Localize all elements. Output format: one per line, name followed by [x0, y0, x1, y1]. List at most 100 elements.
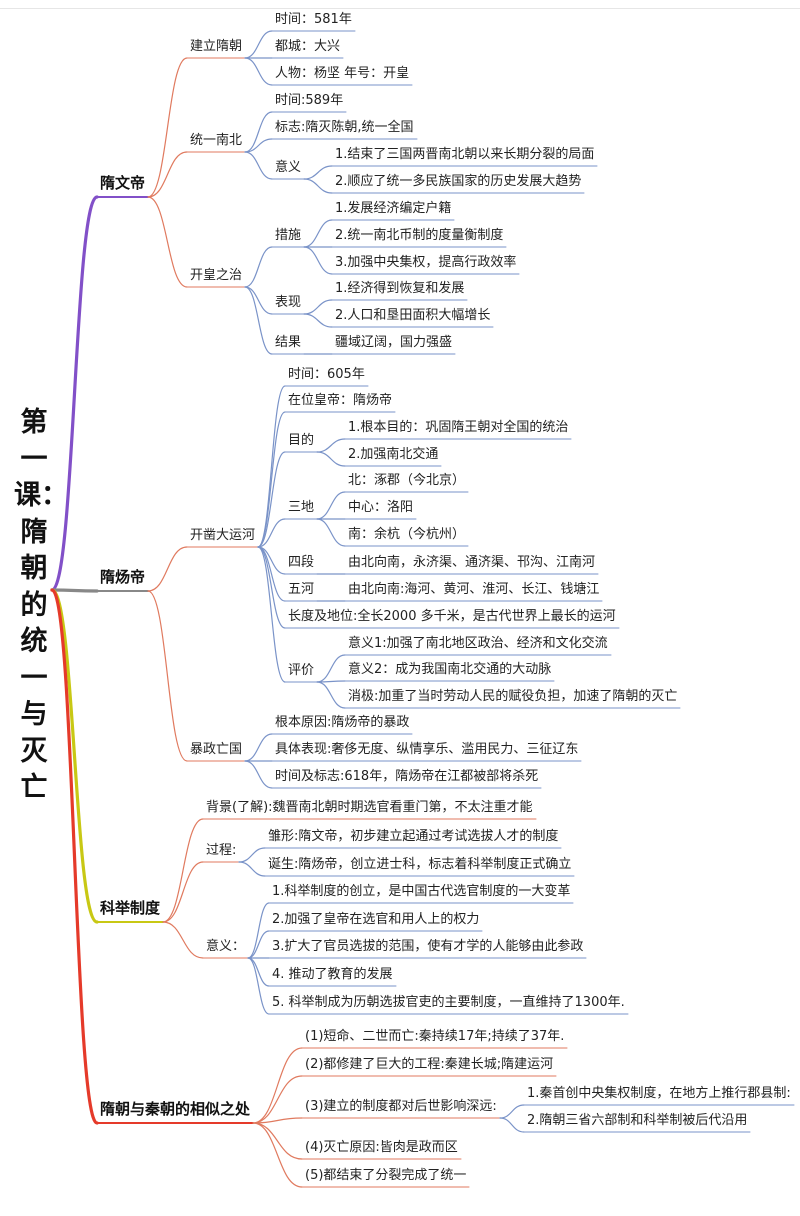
node-b0-2-1-1: 2.人口和垦田面积大幅增长 [335, 308, 491, 323]
node-b2-1-0: 雏形:隋文帝，初步建立起通过考试选拔人才的制度 [268, 829, 559, 844]
node-b1-1-2: 时间及标志:618年，隋炀帝在江都被部将杀死 [275, 769, 539, 784]
link-b0-1-1 [244, 138, 273, 153]
node-b2-2-2: 3.扩大了官员选拔的范围，使有才学的人能够由此参政 [272, 939, 584, 954]
node-b1-0-7-1: 意义2：成为我国南北交通的大动脉 [348, 662, 552, 677]
node-b1-0-7-2: 消极:加重了当时劳动人民的赋役负担，加速了隋朝的灭亡 [348, 689, 678, 704]
top-divider [0, 8, 800, 9]
link-b0-1-2 [244, 151, 273, 180]
node-b1-0-5: 五河 [288, 582, 315, 597]
node-b1-0: 开凿大运河 [190, 528, 256, 543]
node-b0-1-1: 标志:隋灭陈朝,统一全国 [275, 120, 414, 135]
node-b2-2-1: 2.加强了皇帝在选官和用人上的权力 [272, 912, 480, 927]
link-b1-0-1 [257, 411, 286, 548]
node-b1-0-6: 长度及地位:全长2000 多千米，是古代世界上最长的运河 [288, 609, 616, 624]
node-b1-0-2-1: 2.加强南北交通 [348, 447, 439, 462]
link-b2-2-0 [247, 902, 270, 959]
link-b1-0-3-2 [316, 518, 346, 547]
node-b1-0-3: 三地 [288, 500, 315, 515]
node-b3-2: (3)建立的制度都对后世影响深远: [305, 1099, 497, 1114]
node-b0-2: 开皇之治 [190, 268, 243, 283]
branch-b2: 科举制度 [100, 899, 161, 917]
node-b0-0-2: 人物：杨坚 年号：开皇 [275, 66, 410, 81]
link-b2-2-3 [247, 957, 270, 987]
link-b0-2-0-0 [303, 219, 333, 248]
link-b0-2-1-0 [303, 299, 333, 315]
link-b3-3 [252, 1122, 303, 1160]
node-b0-2-2: 结果 [275, 335, 302, 350]
node-b2-2-3: 4. 推动了教育的发展 [272, 967, 393, 982]
branch-b3: 隋朝与秦朝的相似之处 [100, 1100, 251, 1118]
node-b2-2-4: 5. 科举制成为历朝选拔官吏的主要制度，一直维持了1300年. [272, 995, 625, 1010]
link-b1-0-2-0 [316, 438, 346, 453]
branch-b1: 隋炀帝 [100, 568, 146, 586]
node-b1-1-0: 根本原因:隋炀帝的暴政 [275, 715, 410, 730]
link-b0-1-0 [244, 111, 273, 153]
link-b3-1 [252, 1075, 303, 1124]
link-b0-2-0 [244, 246, 273, 288]
link-b1-0-7 [257, 546, 286, 683]
node-b0-2-0-2: 3.加强中央集权，提高行政效率 [335, 255, 517, 270]
link-b1-0-2-1 [316, 451, 346, 467]
node-b0-2-1: 表现 [275, 295, 302, 310]
node-b0-2-0: 措施 [275, 228, 302, 243]
node-b3-1: (2)都修建了巨大的工程:秦建长城;隋建运河 [305, 1057, 554, 1072]
node-b3-0: (1)短命、二世而亡:秦持续17年;持续了37年. [305, 1029, 565, 1044]
link-b1-0-3 [257, 518, 286, 548]
link-b3-2-0 [499, 1104, 525, 1119]
node-b2-1: 过程: [206, 843, 237, 858]
node-b0-0: 建立隋朝 [190, 39, 243, 54]
link-b0-2-1-1 [303, 313, 333, 328]
node-b3-3: (4)灭亡原因:皆肉是政而区 [305, 1140, 458, 1155]
node-b0-0-0: 时间：581年 [275, 12, 352, 27]
link-b1-0-6 [257, 546, 286, 629]
node-b1-0-4-0: 由北向南，永济渠、通济渠、邗沟、江南河 [348, 555, 596, 570]
link-b1-1 [147, 590, 188, 762]
link-b1-1-2 [244, 760, 273, 789]
link-b1-0-0 [257, 385, 286, 548]
link-b2-0 [162, 818, 204, 923]
link-b3 [50, 588, 99, 1125]
link-b2-2 [162, 921, 204, 959]
link-b0-2-1 [244, 286, 273, 315]
node-b2-2-0: 1.科举制度的创立，是中国古代选官制度的一大变革 [272, 884, 571, 899]
branch-b0: 隋文帝 [100, 174, 146, 192]
node-b1-0-2-0: 1.根本目的：巩固隋王朝对全国的统治 [348, 420, 569, 435]
node-b1-0-4: 四段 [288, 555, 315, 570]
node-b0-1-2: 意义 [275, 160, 302, 175]
link-b1-0-2 [257, 451, 286, 548]
node-b0-2-0-1: 2.统一南北币制的度量衡制度 [335, 228, 504, 243]
node-b1-0-2: 目的 [288, 433, 315, 448]
link-b0-0-2 [244, 57, 273, 86]
node-b1-0-3-2: 南：余杭（今杭州） [348, 527, 466, 542]
node-b0-1-2-1: 2.顺应了统一多民族国家的历史发展大趋势 [335, 174, 582, 189]
node-b0-2-0-0: 1.发展经济编定户籍 [335, 201, 452, 216]
node-b0-1-2-0: 1.结束了三国两晋南北朝以来长期分裂的局面 [335, 147, 595, 162]
link-b2-2-4 [247, 957, 270, 1015]
node-b3-4: (5)都结束了分裂完成了统一 [305, 1168, 467, 1183]
link-b0-0 [147, 57, 188, 198]
node-b2-0: 背景(了解):魏晋南北朝时期选官看重门第，不太注重才能 [206, 800, 533, 815]
link-b0-2 [147, 196, 188, 288]
node-b0-2-1-0: 1.经济得到恢复和发展 [335, 281, 465, 296]
node-b1-0-3-0: 北：涿郡（今北京） [348, 473, 466, 488]
link-b0-1-2-1 [303, 178, 333, 194]
link-b2-1-0 [238, 847, 266, 863]
link-b0-2-2 [244, 286, 273, 355]
node-b1-0-3-1: 中心：洛阳 [348, 500, 414, 515]
root-title: 第一课：隋朝的统一与灭亡 [14, 407, 68, 803]
node-b1-1-1: 具体表现:奢侈无度、纵情享乐、滥用民力、三征辽东 [275, 742, 579, 757]
link-b3-2 [252, 1117, 303, 1124]
link-b1 [50, 588, 99, 593]
node-b1-1: 暴政亡国 [190, 742, 243, 757]
node-b0-1: 统一南北 [190, 133, 243, 148]
link-b3-4 [252, 1122, 303, 1188]
link-b0-1-2-0 [303, 165, 333, 180]
node-b3-2-0: 1.秦首创中央集权制度，在地方上推行郡县制: [527, 1086, 791, 1101]
node-b3-2-1: 2.隋朝三省六部制和科举制被后代沿用 [527, 1113, 748, 1128]
link-b2-2-1 [247, 930, 270, 959]
link-b2-1-1 [238, 861, 266, 877]
link-b1-0 [147, 546, 188, 592]
node-b1-0-7: 评价 [288, 663, 315, 678]
